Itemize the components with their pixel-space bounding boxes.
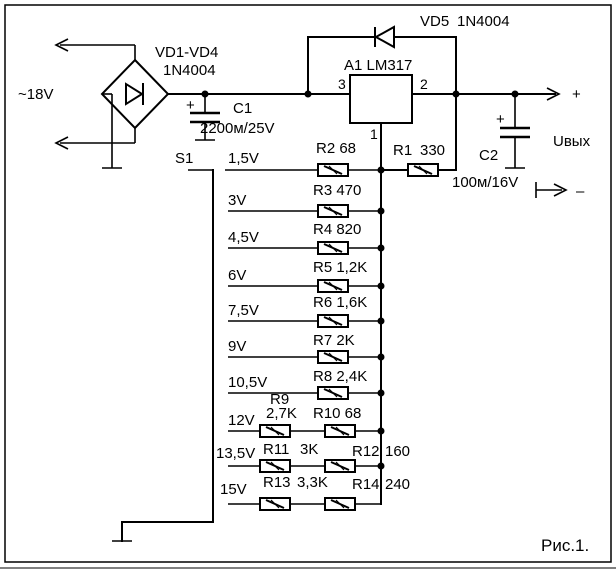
regulator-lm317: [349, 74, 413, 124]
tap-voltage-4: 6V: [228, 267, 246, 284]
resistor-r2: [317, 163, 349, 177]
resistor-r1: [407, 163, 439, 177]
regulator-pin-adj: 1: [370, 126, 378, 142]
tap-voltage-1: 1,5V: [228, 150, 259, 167]
capacitor-c1: [190, 90, 220, 141]
switch-ref: S1: [175, 150, 193, 167]
tap-resistor-9b: 3K: [300, 441, 318, 458]
input-voltage-label: ~18V: [18, 86, 53, 103]
figure-caption: Рис.1.: [541, 536, 589, 555]
tap-resistor-8b: 2,7K: [266, 405, 297, 422]
tap-voltage-6: 9V: [228, 338, 246, 355]
output-plus: +: [572, 86, 581, 103]
resistor-r9: [259, 424, 291, 438]
tap-resistor-4: R5 1,2K: [313, 259, 367, 276]
resistor-r7: [317, 350, 349, 364]
tap-resistor-8c: R10 68: [313, 405, 361, 422]
tap-voltage-10: 15V: [220, 481, 247, 498]
bridge-part: 1N4004: [163, 62, 216, 79]
output-minus: –: [576, 183, 585, 200]
tap-resistor-10c: R14: [352, 476, 380, 493]
c1-value: 2200м/25V: [200, 120, 275, 137]
resistor-r6: [317, 314, 349, 328]
tap-resistor-8a: R9: [270, 391, 289, 408]
r1-value: 330: [420, 142, 445, 159]
input-lines: [54, 38, 136, 150]
tap-resistor-10a: R13: [263, 474, 291, 491]
diode-bridge: [100, 58, 309, 169]
tap-row-9: [228, 459, 385, 473]
resistor-r8: [317, 386, 349, 400]
tap-resistor-1: R2 68: [316, 140, 356, 157]
tap-row-2: [228, 204, 385, 218]
tap-row-7: [228, 386, 385, 400]
tap-voltage-2: 3V: [228, 192, 246, 209]
resistor-r10: [324, 424, 356, 438]
tap-voltage-9: 13,5V: [216, 445, 255, 462]
tap-row-1: [225, 163, 381, 177]
tap-resistor-5: R6 1,6K: [313, 294, 367, 311]
r1-label: R1: [393, 142, 412, 159]
tap-resistor-10d: 240: [385, 476, 410, 493]
resistor-r3: [317, 204, 349, 218]
regulator-pin-in: 3: [338, 76, 346, 92]
tap-row-4: [228, 279, 385, 293]
bridge-ref: VD1-VD4: [155, 44, 218, 61]
switch-s1: [112, 169, 214, 542]
regulator-pin-out: 2: [420, 76, 428, 92]
c1-polarity: +: [186, 97, 195, 114]
resistor-r12: [324, 459, 356, 473]
tap-resistor-9d: 160: [385, 443, 410, 460]
tap-row-6: [228, 350, 385, 364]
frame: [4, 4, 612, 563]
tap-resistor-6: R7 2K: [313, 332, 355, 349]
regulator-ref: A1 LM317: [344, 57, 412, 74]
resistor-r5: [317, 279, 349, 293]
output-label: Uвых: [553, 133, 591, 150]
tap-voltage-7: 10,5V: [228, 374, 267, 391]
tap-resistor-3: R4 820: [313, 221, 361, 238]
capacitor-c2: [500, 94, 530, 169]
c2-ref: C2: [479, 147, 498, 164]
tap-resistor-7: R8 2,4K: [313, 368, 367, 385]
diode-vd5: [307, 25, 457, 95]
c1-ref: C1: [233, 100, 252, 117]
tap-row-10: [228, 497, 381, 511]
tap-row-3: [228, 241, 385, 255]
vd5-ref: VD5: [420, 13, 449, 30]
tap-voltage-3: 4,5V: [228, 229, 259, 246]
tap-resistor-2: R3 470: [313, 182, 361, 199]
tap-row-8: [228, 424, 385, 438]
tap-row-5: [228, 314, 385, 328]
tap-voltage-5: 7,5V: [228, 302, 259, 319]
c2-value: 100м/16V: [452, 174, 518, 191]
output-minus-terminal: [535, 182, 568, 198]
resistor-r11: [259, 459, 291, 473]
resistor-r4: [317, 241, 349, 255]
tap-voltage-8: 12V: [228, 412, 255, 429]
tap-resistor-9c: R12: [352, 443, 380, 460]
tap-resistor-9a: R11: [263, 441, 289, 458]
c2-polarity: +: [496, 111, 505, 128]
vd5-part: 1N4004: [457, 13, 510, 30]
resistor-r14: [324, 497, 356, 511]
resistor-r13: [259, 497, 291, 511]
tap-resistor-10b: 3,3K: [297, 474, 328, 491]
